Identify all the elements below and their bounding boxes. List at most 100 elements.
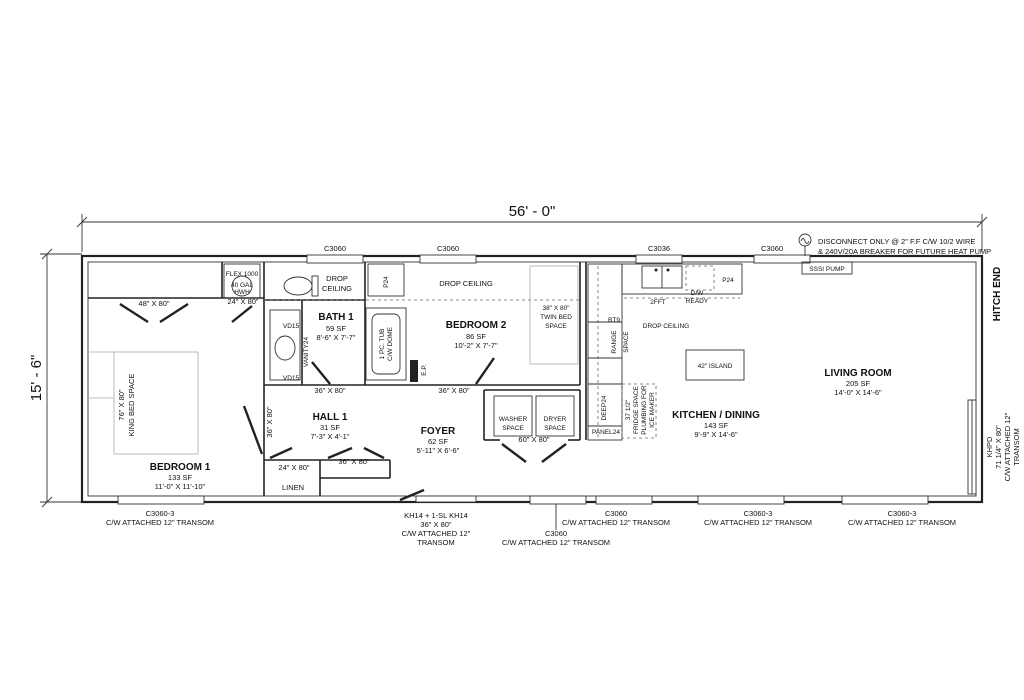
window-bottom-1-sub: C/W ATTACHED 12" TRANSOM [106,518,214,527]
window-top-2-label: C3060 [437,244,459,253]
twin-bed-size: 38" X 80" [542,305,570,312]
bath-sink-icon [274,335,296,361]
window-bottom-4-label: C3060-3 [744,509,773,518]
bedroom2-door [475,357,495,385]
bedroom2-sf: 86 SF [466,332,486,341]
bath1-size: 8'-6" X 7'-7" [316,333,355,342]
living-size: 14'-0" X 14'-6" [834,388,882,397]
window-top-4 [753,254,811,264]
drop-ceiling-label: DROP CEILING [439,279,493,288]
dryer-label-1: DRYER [544,416,567,423]
laundry-door-left [501,443,527,463]
kitchen-sf: 143 SF [704,421,729,430]
vd15-top: VD15 [283,323,300,330]
disconnect-note-line1: DISCONNECT ONLY @ 2" F.F C/W 10/2 WIRE [818,237,975,246]
fridge-label-2: FRIDGE SPACE [633,385,640,434]
panel-label: PANEL24 [592,429,620,436]
washer-label-2: SPACE [502,425,524,432]
king-bed-space [113,351,199,455]
ep-label: E.P. [421,364,428,376]
bedroom1-sf: 133 SF [168,473,193,482]
closet-24b-door [269,446,293,460]
sssi-pump-label: SSSI PUMP [809,266,844,273]
window-top-3 [635,254,683,264]
foyer-sf: 62 SF [428,437,448,446]
range-label-1: RANGE [611,330,618,354]
bt9-label: BT9 [608,317,620,324]
door-label-bedroom2: 36" X 80" [438,386,470,395]
window-bottom-5-label: C3060-3 [888,509,917,518]
entry-door-label-3: C/W ATTACHED 12" [402,529,471,538]
king-bed-label: KING BED SPACE [127,374,136,437]
door-label-bedroom1: 36" X 80" [265,406,274,438]
bath-drop-ceiling-2: CEILING [322,284,352,293]
entry-door-leaf [399,488,425,502]
deep-label: DEEP24 [601,395,608,420]
linen-door-b [363,446,385,460]
fridge-label-1: 37 1/2" [625,399,632,420]
entry-door-label-1: KH14 + 1-SL KH14 [404,511,468,520]
kitchen-name: KITCHEN / DINING [672,410,760,421]
hitch-end-label: HITCH END [992,267,1003,321]
p24-label: P24 [383,276,390,288]
window-top-4-label: C3060 [761,244,783,253]
overall-width-dimension: 15' - 6" [28,248,82,508]
closet-24-door [231,305,253,323]
tub-label-2: C/W DOME [387,326,394,361]
side-door-label-2: 71 1/4" X 80" [994,425,1003,469]
window-bottom-2-label: C3060 [545,529,567,538]
bedroom1-name: BEDROOM 1 [150,462,211,473]
sink-label: 2FFT [650,299,666,306]
twin-bed-label-2: SPACE [545,323,567,330]
electric-panel-mark [410,360,418,382]
overall-width-label: 15' - 6" [28,355,45,402]
laundry-door-right [541,443,567,463]
dw-label-2: READY [686,298,709,305]
king-bed-size: 76" X 80" [117,389,126,421]
vd15-bottom: VD15 [283,375,300,382]
bottom-window-labels: C3060-3 C/W ATTACHED 12" TRANSOM KH14 + … [106,504,956,547]
sssi-pump-box [801,261,853,275]
bath1-sf: 59 SF [326,324,346,333]
bedroom1-door [242,405,264,455]
closet-size-24a: 24" X 80" [227,297,259,306]
entry-door-frame [415,495,477,503]
tub-outline [365,307,407,381]
window-bottom-1 [117,495,205,505]
fridge-label-3: PLUMBING FOR [641,385,648,435]
overall-length-dimension: 56' - 0" [76,203,988,252]
side-door-label-3: C/W ATTACHED 12" [1003,412,1012,481]
window-bottom-3-label: C3060 [605,509,627,518]
overall-length-label: 56' - 0" [509,203,556,220]
window-bottom-5 [841,495,929,505]
kitchen-size: 9'-9" X 14'-6" [694,430,738,439]
side-door-label-4: TRANSOM [1012,428,1021,466]
side-door-label-1: KHPD [985,436,994,457]
vanity-label: VANITY24 [303,337,310,368]
tub-label-1: 1 PC. TUB [379,329,386,360]
interior-walls [88,262,587,496]
fridge-label-4: ICE MAKER [649,392,656,428]
side-patio-door: KHPD 71 1/4" X 80" C/W ATTACHED 12" TRAN… [967,399,1021,495]
hall1-size: 7'-3" X 4'-1" [310,432,349,441]
washer-box [493,395,533,437]
window-bottom-5-sub: C/W ATTACHED 12" TRANSOM [848,518,956,527]
window-bottom-2-sub: C/W ATTACHED 12" TRANSOM [502,538,610,547]
bottom-windows [117,488,929,505]
window-top-1 [306,254,364,264]
hall1-sf: 31 SF [320,423,340,432]
bath-drop-ceiling-1: DROP [326,274,348,283]
window-bottom-3-sub: C/W ATTACHED 12" TRANSOM [562,518,670,527]
closet-door-right [159,302,189,324]
flex-label: FLEX 1000 [226,271,259,278]
closet-size-24b: 24" X 80" [278,463,310,472]
top-windows: C3060 C3060 C3036 C3060 [306,244,811,264]
twin-bed-space [529,265,579,365]
island-label: 42" ISLAND [698,363,733,370]
bath1-name: BATH 1 [318,312,354,323]
linen-door [327,446,353,460]
closet-size-48: 48" X 80" [138,299,170,308]
door-label-linen: 36" X 80" [338,457,370,466]
kitchen-drop-ceiling: DROP CEILING [643,323,689,330]
